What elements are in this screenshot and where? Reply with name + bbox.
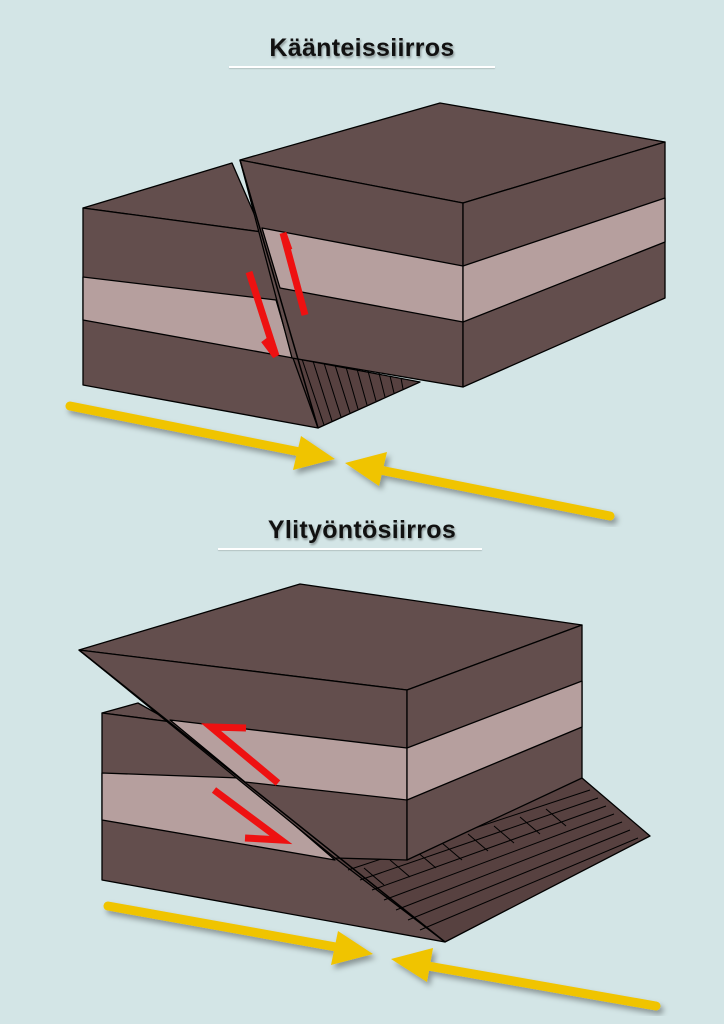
arrow-down-footwall <box>211 787 293 845</box>
fault-line <box>239 159 319 429</box>
exposed-fault-plane <box>292 357 421 429</box>
hanging-wall-block <box>239 102 666 388</box>
diagram-title-thrust-fault: Ylityöntösiirros <box>267 516 457 544</box>
title-underline <box>218 548 482 550</box>
arrow-down-footwall <box>245 270 280 359</box>
thrust-fault-diagram <box>78 583 651 943</box>
compression-arrows <box>65 401 615 521</box>
hanging-wall-light-layer-side <box>462 197 666 323</box>
reverse-fault-diagram <box>82 102 666 429</box>
fault-motion-arrows <box>201 723 293 845</box>
arrow-up-hanging-wall <box>201 723 281 786</box>
fault-line <box>78 649 446 943</box>
hanging-wall-light-layer-side <box>406 680 583 801</box>
arrow-up-hanging-wall <box>279 231 309 316</box>
compression-arrow-left <box>65 401 335 470</box>
compression-arrow-right <box>345 452 615 521</box>
footwall-block <box>82 162 421 429</box>
compression-arrow-right <box>391 948 661 1011</box>
diagram-title-reverse-fault: Käänteissiirros <box>269 34 455 62</box>
compression-arrow-left <box>103 901 373 965</box>
compression-arrows <box>103 901 661 1011</box>
fault-motion-arrows <box>245 231 309 359</box>
title-underline <box>229 66 495 68</box>
